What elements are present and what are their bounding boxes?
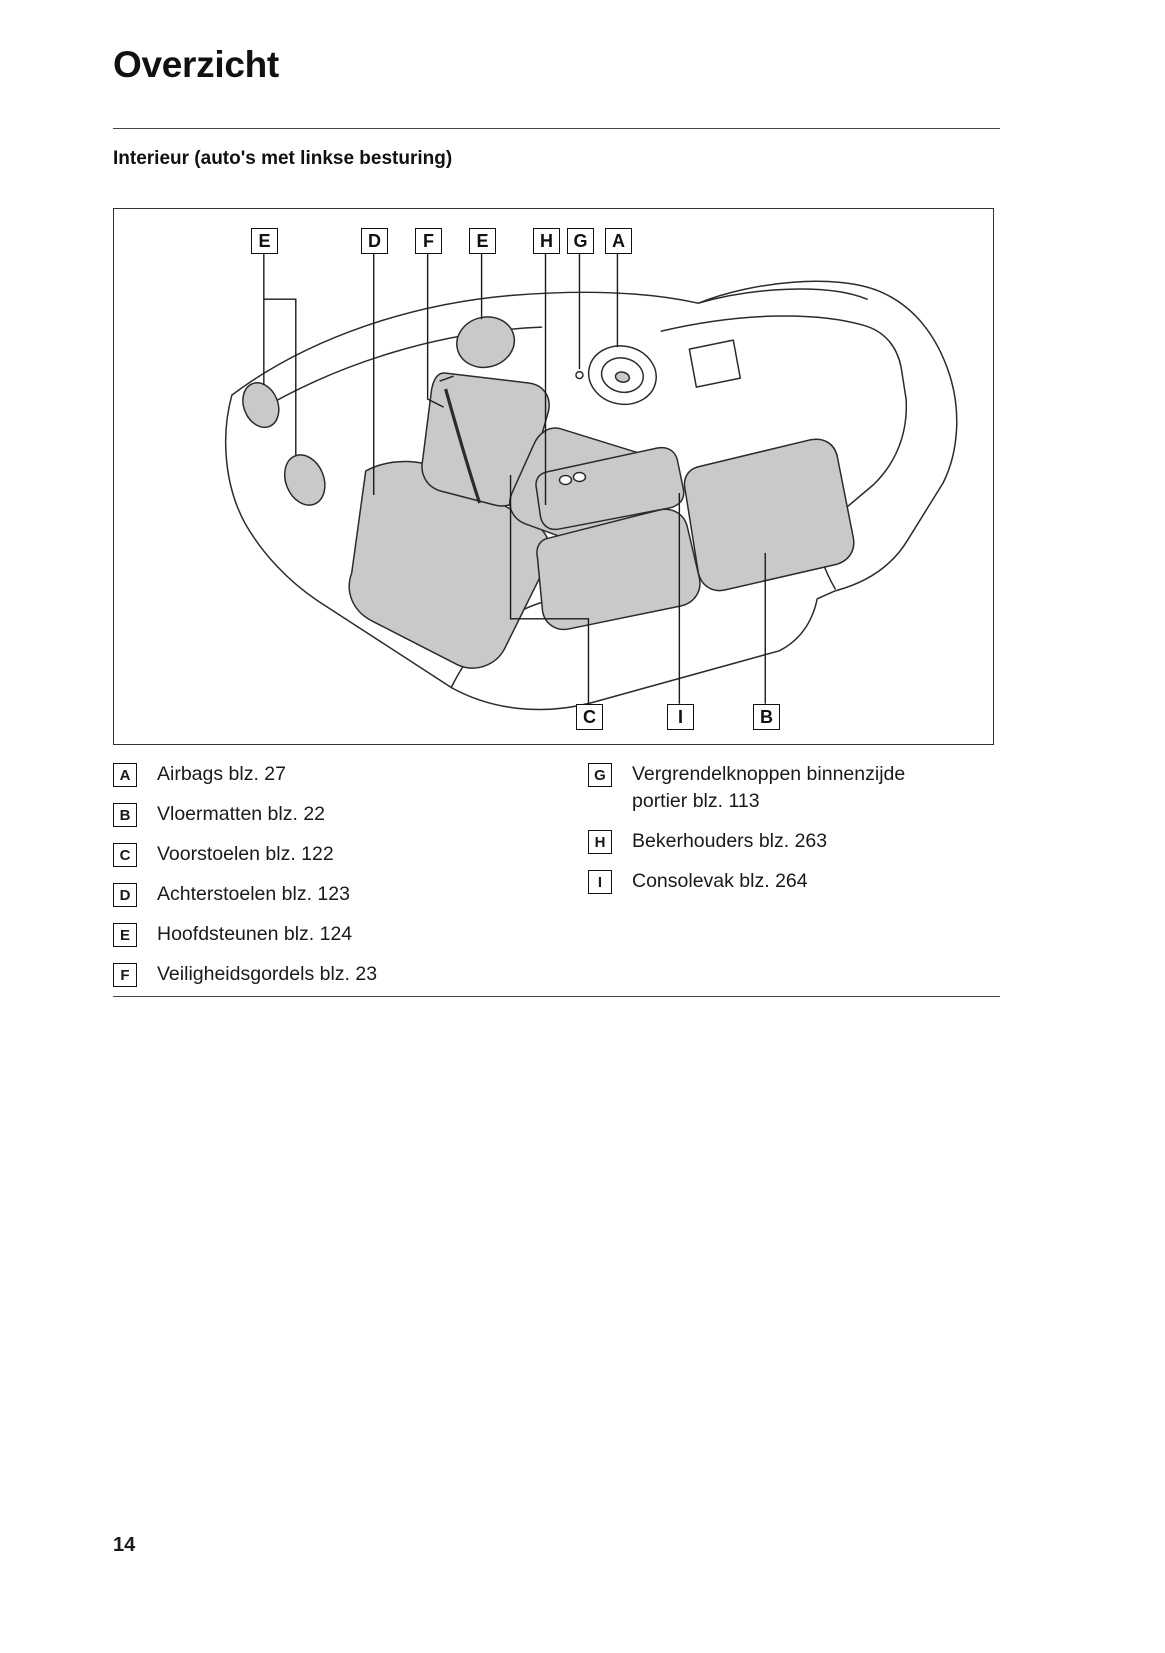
divider-top [113,128,1000,129]
legend-item-console-box: I Consolevak blz. 264 [588,868,983,895]
cup-holder [558,474,573,486]
legend-key: B [113,803,137,827]
floor-mat [683,438,855,592]
legend-item-cup-holders: H Bekerhouders blz. 263 [588,828,983,855]
passenger-seat-cushion [536,508,701,631]
legend-item-door-lock-knobs: G Vergrendelknoppen binnenzijde portier … [588,761,983,815]
page-number: 14 [113,1534,136,1556]
cup-holder [572,471,587,483]
callout-label-rear-headrests: E [251,228,278,254]
legend-key: E [113,923,137,947]
rear-headrest-left [242,382,280,429]
callout-label-front-seats: C [576,704,603,730]
divider-bottom [113,996,1000,997]
legend-right-column: G Vergrendelknoppen binnenzijde portier … [588,761,983,908]
legend-key: A [113,763,137,787]
legend-key: G [588,763,612,787]
car-interior-illustration [224,253,958,711]
rear-headrest-right [283,454,326,506]
legend-item-headrests: E Hoofdsteunen blz. 124 [113,921,543,948]
page-title: Overzicht [113,44,279,85]
legend-label: Achterstoelen blz. 123 [157,883,350,905]
seatbelt [444,388,482,504]
legend-label: Hoofdsteunen blz. 124 [157,923,353,945]
callout-label-front-headrest: E [469,228,496,254]
callout-label-airbags: A [605,228,632,254]
legend-item-front-seats: C Voorstoelen blz. 122 [113,841,543,868]
legend-key: D [113,883,137,907]
callout-label-seatbelts: F [415,228,442,254]
steering-wheel [587,345,657,406]
legend-item-seatbelts: F Veiligheidsgordels blz. 23 [113,961,543,988]
legend-label: Voorstoelen blz. 122 [157,843,334,865]
legend-label: Airbags blz. 27 [157,763,286,785]
interior-diagram: E D F E H G A C I B [113,208,994,745]
callout-label-rear-seats: D [361,228,388,254]
dashboard-display [688,339,742,388]
legend-label: Bekerhouders blz. 263 [632,830,828,852]
door-lock-knob [575,370,584,380]
driver-seat-back [421,372,550,507]
legend-key: F [113,963,137,987]
front-headrest [456,316,516,369]
callout-label-console-box: I [667,704,694,730]
legend-left-column: A Airbags blz. 27 B Vloermatten blz. 22 … [113,761,543,1001]
interior-details [439,345,657,504]
section-heading: Interieur (auto's met linkse besturing) [113,148,453,169]
legend-item-floor-mats: B Vloermatten blz. 22 [113,801,543,828]
seats [242,316,855,669]
legend-item-rear-seats: D Achterstoelen blz. 123 [113,881,543,908]
legend-key: H [588,830,612,854]
legend-key: C [113,843,137,867]
callout-label-cup-holders: H [533,228,560,254]
legend-key: I [588,870,612,894]
legend-label: Veiligheidsgordels blz. 23 [157,963,378,985]
callout-label-floor-mats: B [753,704,780,730]
legend-item-airbags: A Airbags blz. 27 [113,761,543,788]
legend-label: Consolevak blz. 264 [632,870,808,892]
callout-lines [263,253,766,704]
legend-label: Vergrendelknoppen binnenzijde portier bl… [632,763,906,812]
callout-label-door-lock-knobs: G [567,228,594,254]
center-console [535,446,685,531]
legend-label: Vloermatten blz. 22 [157,803,326,825]
